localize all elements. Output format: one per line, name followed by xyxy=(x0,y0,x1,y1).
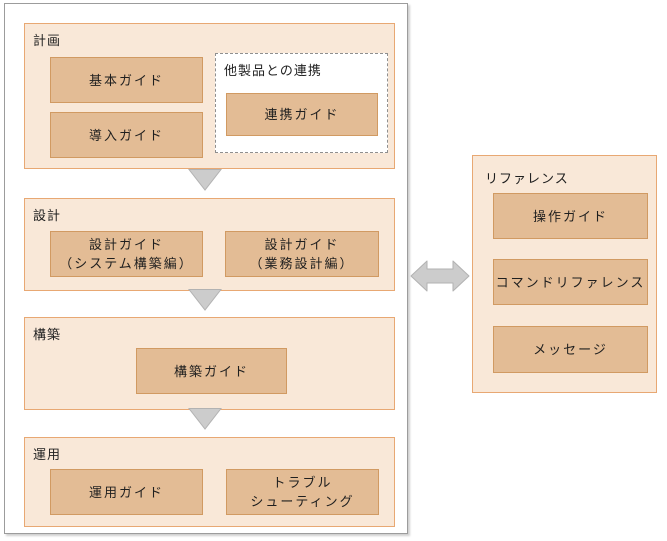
guide-box-operation-guide: 操作ガイド xyxy=(493,193,648,239)
section-planning: 計画 基本ガイド 導入ガイド 他製品との連携 連携ガイド xyxy=(24,23,395,169)
guide-box-messages: メッセージ xyxy=(493,326,648,373)
guide-box-basic: 基本ガイド xyxy=(50,57,203,103)
section-build-label: 構築 xyxy=(33,327,62,342)
section-operation-label: 運用 xyxy=(33,447,62,462)
guide-box-build: 構築ガイド xyxy=(136,348,287,394)
section-reference-label: リファレンス xyxy=(485,171,569,186)
flow-down-arrow-icon xyxy=(187,407,223,430)
guide-box-troubleshooting: トラブル シューティング xyxy=(226,469,379,515)
guide-box-linkage: 連携ガイド xyxy=(226,93,378,136)
linkage-group-label: 他製品との連携 xyxy=(224,63,322,78)
section-reference: リファレンス 操作ガイド コマンドリファレンス メッセージ xyxy=(472,155,657,393)
section-design-label: 設計 xyxy=(33,208,62,223)
guide-box-design-business: 設計ガイド （業務設計編） xyxy=(225,231,379,277)
guide-box-introduction: 導入ガイド xyxy=(50,112,203,158)
other-products-linkage-group: 他製品との連携 連携ガイド xyxy=(215,53,388,153)
guide-box-command-reference: コマンドリファレンス xyxy=(493,259,648,305)
bidirectional-arrow-icon xyxy=(410,257,470,295)
flow-down-arrow-icon xyxy=(187,168,223,191)
section-design: 設計 設計ガイド （システム構築編） 設計ガイド （業務設計編） xyxy=(24,198,395,291)
guide-box-operation: 運用ガイド xyxy=(50,469,203,515)
section-build: 構築 構築ガイド xyxy=(24,317,395,410)
flow-down-arrow-icon xyxy=(187,288,223,311)
section-planning-label: 計画 xyxy=(33,33,62,48)
section-operation: 運用 運用ガイド トラブル シューティング xyxy=(24,437,395,527)
guide-box-design-system: 設計ガイド （システム構築編） xyxy=(50,231,203,277)
lifecycle-flow-panel: 計画 基本ガイド 導入ガイド 他製品との連携 連携ガイド 設計 設計ガイド （シ… xyxy=(4,3,408,534)
